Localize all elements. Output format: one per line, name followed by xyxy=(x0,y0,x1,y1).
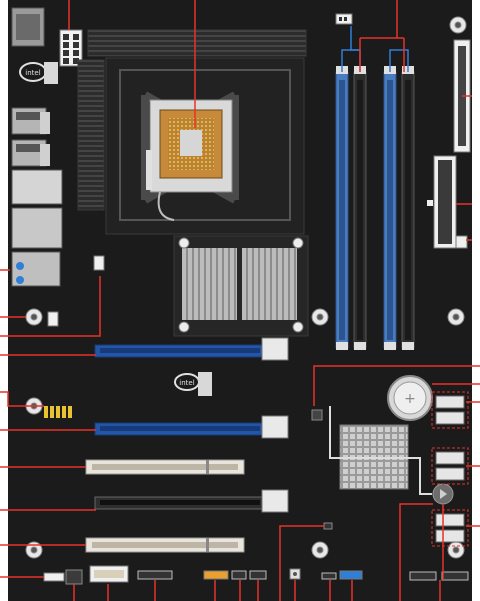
vrm-heatsink-top-fins xyxy=(87,29,307,57)
svg-text:+: + xyxy=(404,391,416,407)
chipset-heatsink xyxy=(173,235,309,337)
small-jumper xyxy=(323,522,333,530)
sata-ports xyxy=(435,395,465,543)
intel-logo-mid: intel xyxy=(174,372,212,396)
pci-slot-2 xyxy=(85,537,245,553)
pcie-x16-slot-2 xyxy=(94,415,289,439)
fan-header-3 xyxy=(454,235,468,249)
cpu-socket xyxy=(105,57,305,235)
sata-port-groups xyxy=(431,391,469,547)
memory-callout-links-red xyxy=(359,0,405,72)
pointer-lines xyxy=(329,406,432,495)
bios-chip xyxy=(311,409,323,421)
jumper-block xyxy=(44,406,72,418)
atx-power-connector xyxy=(427,155,457,249)
vrm-heatsink-left xyxy=(77,59,105,211)
bottom-headers xyxy=(43,565,469,585)
pcie-x16-slot-1 xyxy=(94,337,289,361)
cpu-power-connector xyxy=(59,29,83,67)
fan-header-1 xyxy=(93,255,105,271)
intel-logo-top: intel xyxy=(19,62,58,84)
onboard-power-button xyxy=(432,483,454,505)
mounting-holes xyxy=(25,16,467,559)
rear-io-panel xyxy=(11,7,63,287)
fan-header-2 xyxy=(47,311,59,327)
logo-text: intel xyxy=(179,379,194,387)
pci-slot-1 xyxy=(85,459,245,475)
pcie-x4-slot xyxy=(94,489,289,513)
vrm-heatsink-top xyxy=(88,30,306,56)
cmos-battery: + xyxy=(387,375,433,421)
fan-header-cpu xyxy=(335,13,353,25)
logo-text: intel xyxy=(25,69,40,77)
